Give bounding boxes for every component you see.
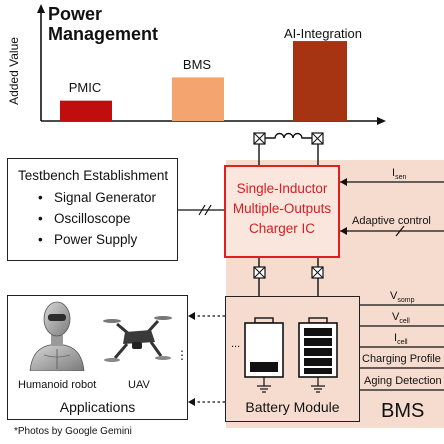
applications-ellipsis: ⋮ [176,348,188,362]
uav-image [103,316,172,362]
bar-pmic [60,100,112,121]
humanoid-robot-image [29,301,85,371]
bar-label-ai: AI-Integration [283,26,363,41]
signal-charging-profile: Charging Profile [362,353,441,365]
x-axis-arrow [377,117,386,125]
bar-label-bms: BMS [182,57,212,72]
signal-icell: Icell [394,332,408,347]
testbench-item-3: • Power Supply [38,232,138,247]
testbench-item-2: • Oscilloscope [38,211,131,226]
testbench-panel [7,158,178,261]
battery-ellipsis: ... [231,338,241,350]
signal-adaptive-control: Adaptive control [352,215,431,227]
charger-line-1: Single-Inductor [236,181,328,196]
label-uav: UAV [128,379,150,391]
bar-chart [37,4,386,125]
chart-title: Power Management [48,4,159,44]
signal-vcell: Vcell [392,311,410,326]
applications-title: Applications [59,399,136,415]
signal-vsomp: Vsomp [390,290,415,305]
testbench-title: Testbench Establishment [18,168,169,183]
label-humanoid-robot: Humanoid robot [18,379,97,391]
inductor [265,132,312,139]
charger-line-2: Multiple-Outputs [232,201,332,216]
y-axis-arrow [37,4,45,13]
charger-ic-block [224,165,340,258]
bar-bms [172,77,224,121]
bar-label-pmic: PMIC [68,80,102,95]
bar-ai-integration [293,41,347,121]
testbench-item-1: • Signal Generator [38,190,157,205]
signal-aging-detection: Aging Detection [364,375,442,387]
bms-label: BMS [381,400,425,422]
signal-isen: Isen [392,167,407,182]
battery-module-title: Battery Module [245,399,340,415]
photo-footnote: *Photos by Google Gemini [14,426,132,437]
charger-line-3: Charger IC [248,221,316,236]
battery-cells [244,317,338,393]
applications-panel [7,295,188,420]
